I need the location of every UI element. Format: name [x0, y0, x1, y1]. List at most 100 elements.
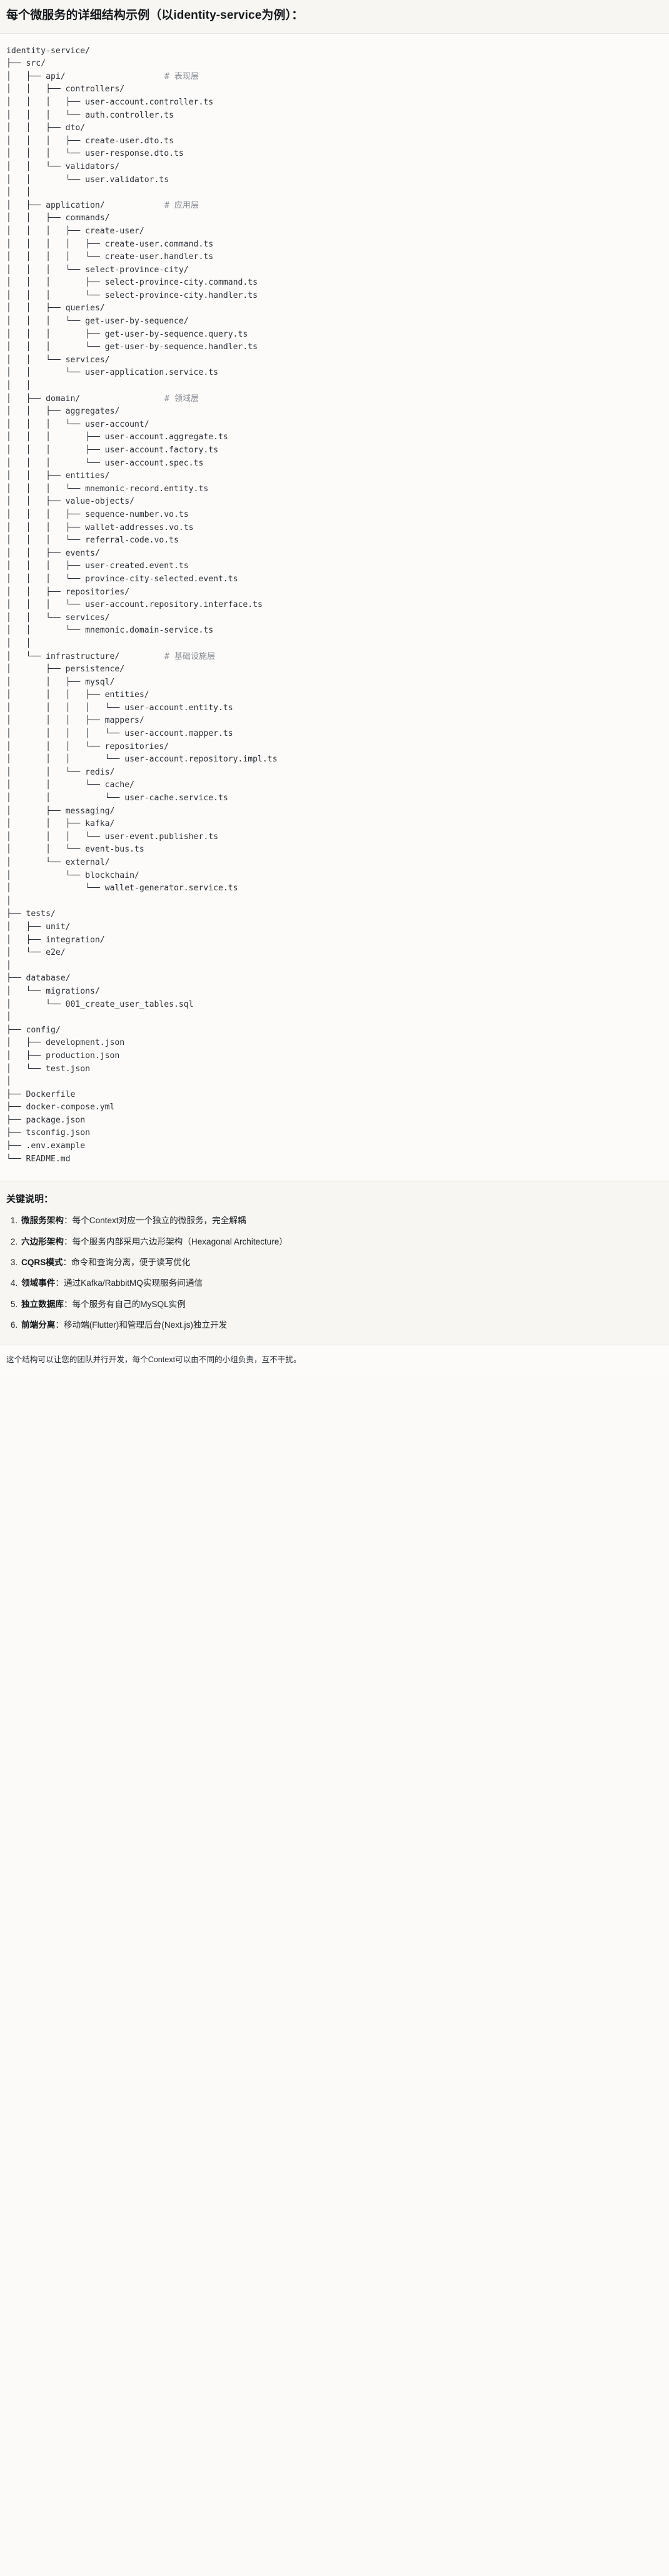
tree-line-path: │ │ │ ├── sequence-number.vo.ts [6, 509, 189, 519]
tree-line: │ [6, 1011, 663, 1024]
tree-line-path: │ │ │ └── user-account.spec.ts [6, 458, 204, 468]
tree-line-path: ├── tests/ [6, 909, 56, 919]
tree-line-path: │ │ │ ├── mappers/ [6, 716, 144, 726]
tree-line: │ └── e2e/ [6, 947, 663, 960]
tree-line: │ │ ├── dto/ [6, 122, 663, 135]
tree-line: │ │ │ └── mnemonic-record.entity.ts [6, 483, 663, 496]
tree-line-comment: # 基础设施层 [164, 651, 216, 661]
tree-line-path: │ └── external/ [6, 858, 110, 867]
tree-line: │ │ │ │ └── user-account.entity.ts [6, 702, 663, 715]
tree-line-path: │ │ ├── kafka/ [6, 819, 115, 829]
tree-line-path: │ │ │ ├── create-user.dto.ts [6, 136, 174, 146]
tree-line-comment: # 表现层 [164, 71, 199, 81]
tree-line-path: │ ├── api/ [6, 71, 66, 81]
tree-line: │ │ └── event-bus.ts [6, 843, 663, 857]
key-note-term: 前端分离 [21, 1320, 56, 1330]
key-notes-list: 微服务架构：每个Context对应一个独立的微服务，完全解耦六边形架构：每个服务… [6, 1214, 663, 1331]
tree-line-path: │ └── blockchain/ [6, 870, 139, 880]
tree-line-path: │ │ │ ├── user-account.controller.ts [6, 97, 214, 107]
tree-line-path: │ │ └── services/ [6, 613, 110, 623]
tree-line: │ │ │ └── get-user-by-sequence.handler.t… [6, 341, 663, 354]
tree-line: │ ├── api/ # 表现层 [6, 71, 663, 84]
tree-line: │ ├── application/# 应用层 [6, 200, 663, 213]
tree-line: ├── .env.example [6, 1140, 663, 1153]
tree-line-path: │ [6, 896, 11, 906]
tree-line-path: identity-service/ [6, 46, 91, 56]
tree-line-path: │ │ │ ├── select-province-city.command.t… [6, 278, 258, 288]
tree-line-path: │ │ │ │ └── user-account.entity.ts [6, 703, 233, 713]
footer-text: 这个结构可以让您的团队并行开发，每个Context可以由不同的小组负责，互不干扰… [6, 1355, 301, 1364]
tree-line: │ └── infrastructure/ # 基础设施层 [6, 651, 663, 664]
title-section: 每个微服务的详细结构示例（以identity-service为例）： [0, 0, 669, 34]
key-note-item: CQRS模式：命令和查询分离，便于读写优化 [20, 1256, 663, 1269]
tree-line-path: │ └── infrastructure/ [6, 651, 120, 661]
tree-line: ├── src/ [6, 58, 663, 71]
tree-line: │ │ │ └── province-city-selected.event.t… [6, 573, 663, 586]
tree-line: │ │ │ └── user-response.dto.ts [6, 148, 663, 161]
tree-line: ├── docker-compose.yml [6, 1101, 663, 1114]
tree-line-path: │ │ │ │ ├── create-user.command.ts [6, 239, 214, 249]
key-note-body: ：移动端(Flutter)和管理后台(Next.js)独立开发 [55, 1320, 228, 1330]
tree-line: │ │ │ └── get-user-by-sequence/ [6, 315, 663, 328]
key-note-item: 微服务架构：每个Context对应一个独立的微服务，完全解耦 [20, 1214, 663, 1227]
tree-line-path: │ │ ├── queries/ [6, 303, 105, 313]
tree-line: │ └── test.json [6, 1063, 663, 1076]
tree-line: │ │ │ ├── create-user/ [6, 225, 663, 238]
tree-line: │ │ ├── repositories/ [6, 586, 663, 599]
tree-line-path: │ │ │ └── user-account/ [6, 419, 149, 429]
tree-line-path: │ │ │ └── select-province-city.handler.t… [6, 290, 258, 300]
tree-line-path: │ │ └── user.validator.ts [6, 175, 169, 185]
tree-line-path: ├── package.json [6, 1115, 86, 1125]
tree-line: │ │ │ ├── get-user-by-sequence.query.ts [6, 328, 663, 342]
tree-line-path: │ │ │ └── auth.controller.ts [6, 110, 174, 120]
tree-line: │ │ [6, 380, 663, 393]
tree-line-path: │ │ │ ├── user-created.event.ts [6, 561, 189, 571]
tree-line-path: │ │ │ └── get-user-by-sequence.handler.t… [6, 342, 258, 352]
tree-line-path: │ │ └── redis/ [6, 767, 115, 777]
tree-line-path: │ ├── messaging/ [6, 806, 115, 816]
tree-line-path: ├── Dockerfile [6, 1089, 76, 1099]
key-note-body: ：通过Kafka/RabbitMQ实现服务间通信 [55, 1278, 203, 1288]
tree-line: │ │ │ └── select-province-city/ [6, 264, 663, 277]
key-note-body: ：每个Context对应一个独立的微服务，完全解耦 [63, 1216, 246, 1226]
tree-line-path: │ │ │ └── referral-code.vo.ts [6, 536, 179, 546]
tree-line: │ │ │ └── referral-code.vo.ts [6, 534, 663, 547]
tree-line-path: ├── config/ [6, 1025, 61, 1035]
tree-line: │ ├── messaging/ [6, 805, 663, 818]
key-note-item: 六边形架构：每个服务内部采用六边形架构（Hexagonal Architectu… [20, 1236, 663, 1248]
tree-line-path: │ │ │ │ └── create-user.handler.ts [6, 252, 214, 262]
tree-line: │ ├── development.json [6, 1037, 663, 1050]
tree-line-path: │ ├── development.json [6, 1038, 125, 1048]
tree-line: │ │ ├── value-objects/ [6, 496, 663, 509]
tree-line: │ │ │ ├── user-account.controller.ts [6, 96, 663, 109]
tree-line-path: │ │ │ ├── user-account.factory.ts [6, 445, 218, 455]
tree-line: │ │ │ └── user-account.repository.impl.t… [6, 753, 663, 766]
tree-line-path: │ │ │ ├── create-user/ [6, 226, 144, 236]
tree-line-path: │ │ │ └── mnemonic-record.entity.ts [6, 484, 209, 494]
tree-line: identity-service/ [6, 45, 663, 58]
tree-line: ├── package.json [6, 1114, 663, 1128]
tree-line: │ │ ├── queries/ [6, 302, 663, 315]
tree-line: │ │ │ └── user-event.publisher.ts [6, 831, 663, 844]
tree-line-path: ├── tsconfig.json [6, 1128, 91, 1138]
tree-line-path: │ │ │ ├── entities/ [6, 690, 149, 700]
tree-line: │ │ │ ├── user-account.aggregate.ts [6, 431, 663, 444]
tree-line-path: │ ├── application/ [6, 200, 105, 210]
key-note-body: ：每个服务内部采用六边形架构（Hexagonal Architecture） [63, 1236, 288, 1246]
tree-line-path: │ │ │ └── user-event.publisher.ts [6, 832, 218, 842]
tree-line-path: │ │ │ └── get-user-by-sequence/ [6, 317, 189, 327]
tree-line: │ └── 001_create_user_tables.sql [6, 999, 663, 1012]
tree-line-path: │ │ ├── controllers/ [6, 84, 125, 94]
tree-line-path: │ │ ├── entities/ [6, 471, 110, 481]
tree-line: │ │ └── redis/ [6, 766, 663, 780]
directory-tree-section: identity-service/ ├── src/│ ├── api/ # 表现层… [0, 33, 669, 1182]
tree-line: │ │ │ └── user-account.spec.ts [6, 457, 663, 471]
tree-line-path: │ │ [6, 638, 31, 648]
key-note-term: 独立数据库 [21, 1299, 64, 1309]
tree-line: │ │ ├── entities/ [6, 470, 663, 483]
tree-line: │ │ │ │ ├── create-user.command.ts [6, 238, 663, 252]
tree-line-path: │ ├── unit/ [6, 922, 71, 932]
tree-line: ├── Dockerfile [6, 1089, 663, 1102]
tree-line-path: │ ├── integration/ [6, 935, 105, 945]
tree-line-path: └── README.md [6, 1154, 71, 1164]
